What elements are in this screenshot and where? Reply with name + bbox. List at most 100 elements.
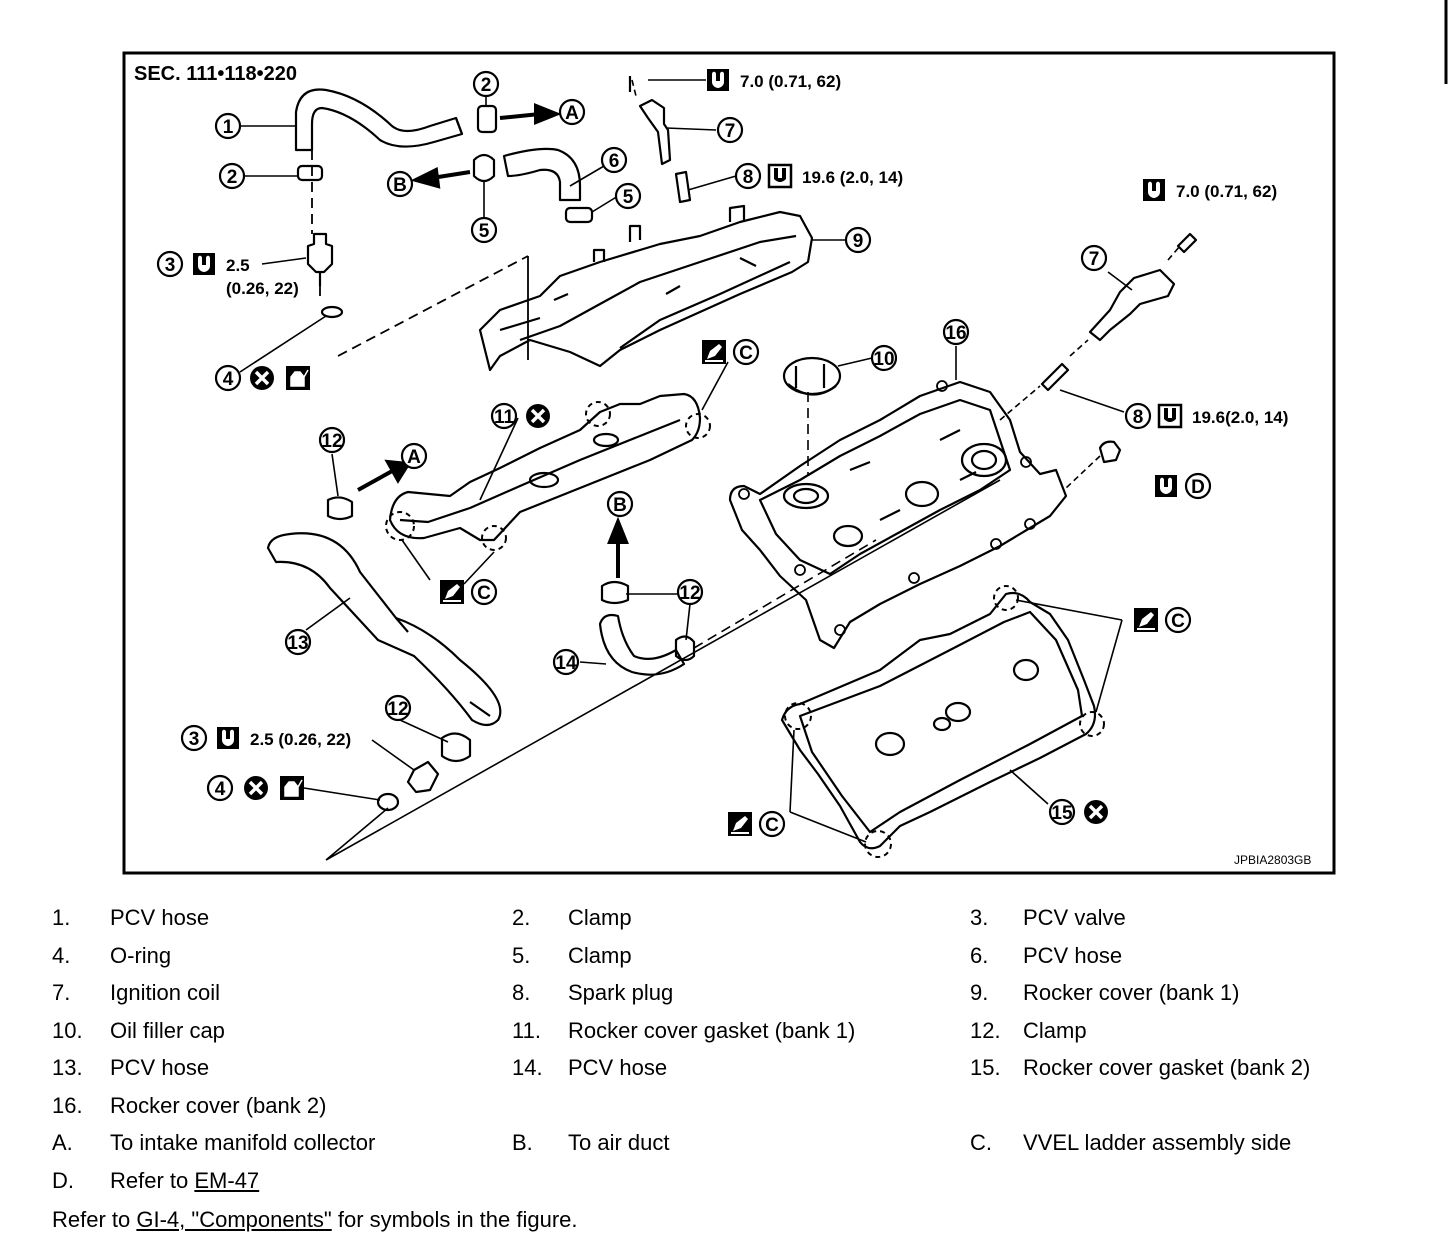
svg-text:12: 12 — [387, 699, 408, 720]
legend-item-number: 13. — [52, 1055, 83, 1080]
no-reuse-icon — [1082, 798, 1110, 826]
clamp-12-right — [674, 635, 696, 662]
svg-text:2.5 (0.26, 22): 2.5 (0.26, 22) — [250, 730, 351, 749]
rocker-cover-bank1 — [478, 210, 814, 372]
legend-item-label: O-ring — [110, 942, 172, 968]
ignition-coil-2 — [1088, 268, 1176, 342]
legend-item-number: A. — [52, 1130, 73, 1155]
o-ring-upper — [320, 305, 344, 319]
svg-text:15: 15 — [1051, 803, 1073, 824]
letter-c-4: C — [727, 810, 786, 838]
exploded-parts-diagram: SEC. 111•118•220 JPBIA2803GB — [122, 0, 1448, 875]
diagram-frame — [122, 51, 1336, 875]
callout-15: 15 — [1048, 798, 1076, 826]
clamp-12-middle — [600, 580, 630, 605]
pcv-hose-1 — [294, 88, 464, 152]
bolt-d — [1098, 440, 1122, 464]
legend-item-number: 6. — [970, 942, 989, 968]
legend-row: D.Refer to EM-47 — [52, 1168, 1382, 1206]
svg-text:13: 13 — [287, 633, 308, 654]
callout-14: 14 — [552, 648, 580, 676]
svg-text:11: 11 — [494, 407, 515, 428]
svg-text:B: B — [613, 495, 627, 516]
clamp-2-left — [296, 164, 324, 182]
svg-text:C: C — [1171, 611, 1185, 632]
legend-item-label: To air duct — [568, 1130, 670, 1155]
callout-16: 16 — [942, 318, 970, 346]
legend-item-number: 10. — [52, 1017, 83, 1043]
pcv-hose-6 — [502, 147, 582, 202]
callout-5-lower: 5 — [614, 182, 642, 210]
svg-text:4: 4 — [215, 779, 226, 800]
legend-item-number: 15. — [970, 1055, 1001, 1080]
svg-text:5: 5 — [623, 187, 634, 208]
legend-item-number: 1. — [52, 905, 71, 930]
legend-item-number: 12. — [970, 1017, 1001, 1043]
svg-text:8: 8 — [743, 167, 754, 188]
letter-c-2: C — [439, 578, 498, 606]
letter-d: D — [1155, 472, 1212, 500]
letter-c-1: C — [701, 338, 760, 366]
svg-text:12: 12 — [679, 583, 700, 604]
callout-5-upper: 5 — [470, 216, 498, 244]
clamp-5-upper — [472, 153, 496, 183]
callout-6: 6 — [600, 146, 628, 174]
svg-text:10: 10 — [873, 349, 894, 370]
callout-12-middle: 12 — [676, 578, 704, 606]
svg-text:B: B — [393, 175, 407, 196]
ignition-coil-1 — [628, 76, 672, 166]
letter-b-lower: B — [606, 490, 634, 518]
svg-text:7: 7 — [725, 121, 736, 142]
callout-9: 9 — [844, 226, 872, 254]
clamp-12-upper — [326, 496, 354, 521]
torque-wrench-icon — [707, 69, 729, 91]
letter-b-upper: B — [386, 170, 414, 198]
pcv-valve-lower — [406, 760, 440, 794]
svg-text:3: 3 — [165, 255, 176, 276]
legend-item-label: Rocker cover (bank 2) — [110, 1092, 327, 1118]
svg-text:7.0 (0.71, 62): 7.0 (0.71, 62) — [740, 72, 841, 91]
svg-text:A: A — [565, 103, 579, 124]
callout-8-bank2: 8 — [1124, 402, 1152, 430]
legend-item-label: Clamp — [568, 905, 632, 930]
pcv-valve-upper — [306, 232, 334, 274]
callout-4-upper: 4 — [214, 364, 242, 392]
legend-item-number: 3. — [970, 905, 989, 930]
callout-7-bank2: 7 — [1080, 244, 1108, 272]
legend-item-number: 16. — [52, 1092, 83, 1118]
svg-text:A: A — [407, 447, 421, 468]
legend-item-number: 7. — [52, 980, 71, 1005]
callout-2-upper: 2 — [472, 70, 500, 98]
legend-row: 16. Rocker cover (bank 2) — [52, 1093, 1382, 1131]
callout-12-upper: 12 — [318, 426, 346, 454]
legend-item-label: Refer to EM-47 — [110, 1167, 260, 1193]
oil-icon — [285, 365, 311, 391]
no-reuse-icon — [242, 774, 270, 802]
svg-text:19.6 (2.0, 14): 19.6 (2.0, 14) — [802, 168, 903, 187]
callout-13: 13 — [284, 628, 312, 656]
spark-plug-1 — [674, 170, 692, 204]
legend-item-number: 14. — [512, 1055, 543, 1080]
oil-icon — [279, 775, 305, 801]
o-ring-lower — [376, 792, 400, 812]
svg-text:1: 1 — [223, 117, 234, 138]
no-reuse-icon — [248, 364, 276, 392]
legend-item-number: 8. — [512, 980, 531, 1005]
legend-item-number: 5. — [512, 942, 531, 968]
figure-id: JPBIA2803GB — [1234, 853, 1311, 867]
section-number: SEC. 111•118•220 — [134, 63, 297, 85]
letter-a-lower: A — [400, 442, 428, 470]
svg-text:C: C — [739, 343, 753, 364]
pcv-hose-14 — [598, 613, 686, 676]
legend-item-label: VVEL ladder assembly side — [1023, 1130, 1292, 1155]
em-47-link[interactable]: EM-47 — [194, 1167, 260, 1193]
gi-4-components-link[interactable]: GI-4, "Components" — [136, 1207, 332, 1232]
callout-3-upper: 3 — [156, 250, 184, 278]
svg-text:6: 6 — [609, 151, 620, 172]
no-reuse-icon — [524, 402, 552, 430]
callout-2-left: 2 — [218, 162, 246, 190]
svg-text:16: 16 — [945, 323, 966, 344]
